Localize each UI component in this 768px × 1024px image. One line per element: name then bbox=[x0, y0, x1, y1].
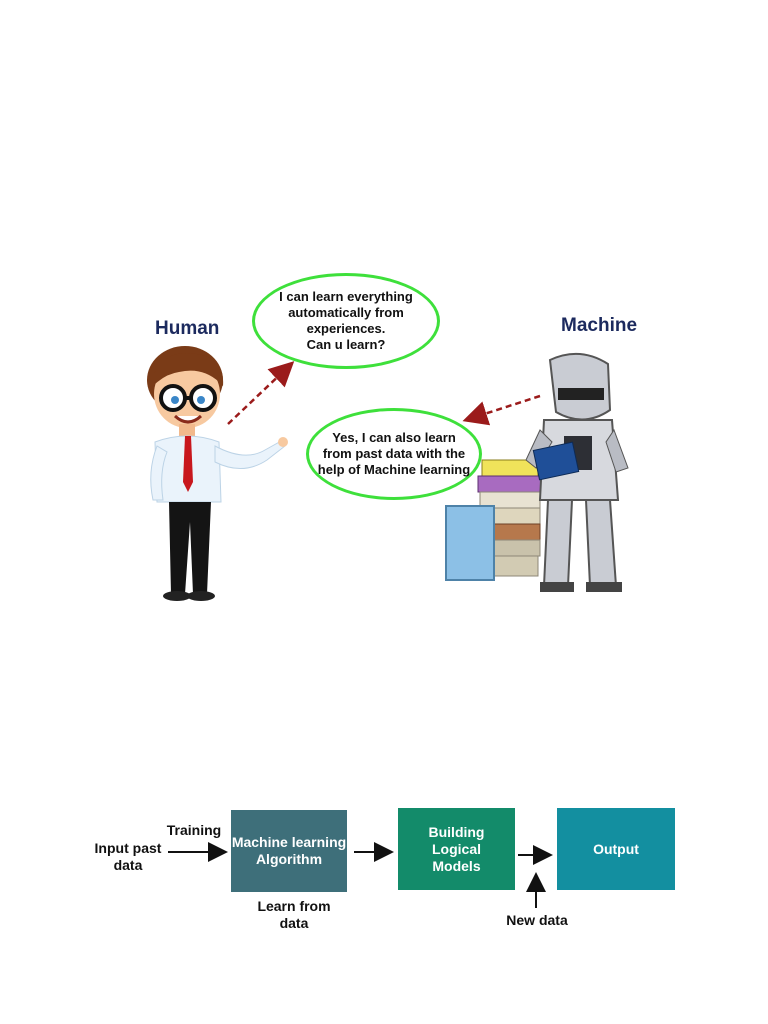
building-logical-models-box: Building Logical Models bbox=[398, 808, 515, 890]
human-speech-text: I can learn everything automatically fro… bbox=[279, 289, 413, 352]
machine-speech-text: Yes, I can also learn from past data wit… bbox=[317, 430, 471, 477]
input-past-data-label: Input past data bbox=[94, 840, 162, 873]
robot-illustration bbox=[445, 353, 629, 592]
machine-speech-arrow bbox=[462, 394, 541, 426]
output-box: Output bbox=[557, 808, 675, 890]
machine-speech-bubble: Yes, I can also learn from past data wit… bbox=[306, 408, 482, 500]
training-label: Training bbox=[166, 822, 222, 838]
ml-algorithm-box: Machine learning Algorithm bbox=[231, 810, 347, 892]
human-title: Human bbox=[155, 318, 220, 339]
learn-from-data-label: Learn from data bbox=[257, 898, 331, 931]
human-speech-bubble: I can learn everything automatically fro… bbox=[252, 273, 440, 369]
human-illustration bbox=[147, 346, 288, 601]
human-speech-arrow bbox=[227, 361, 295, 425]
new-data-label: New data bbox=[506, 912, 568, 928]
machine-title: Machine bbox=[561, 315, 638, 336]
